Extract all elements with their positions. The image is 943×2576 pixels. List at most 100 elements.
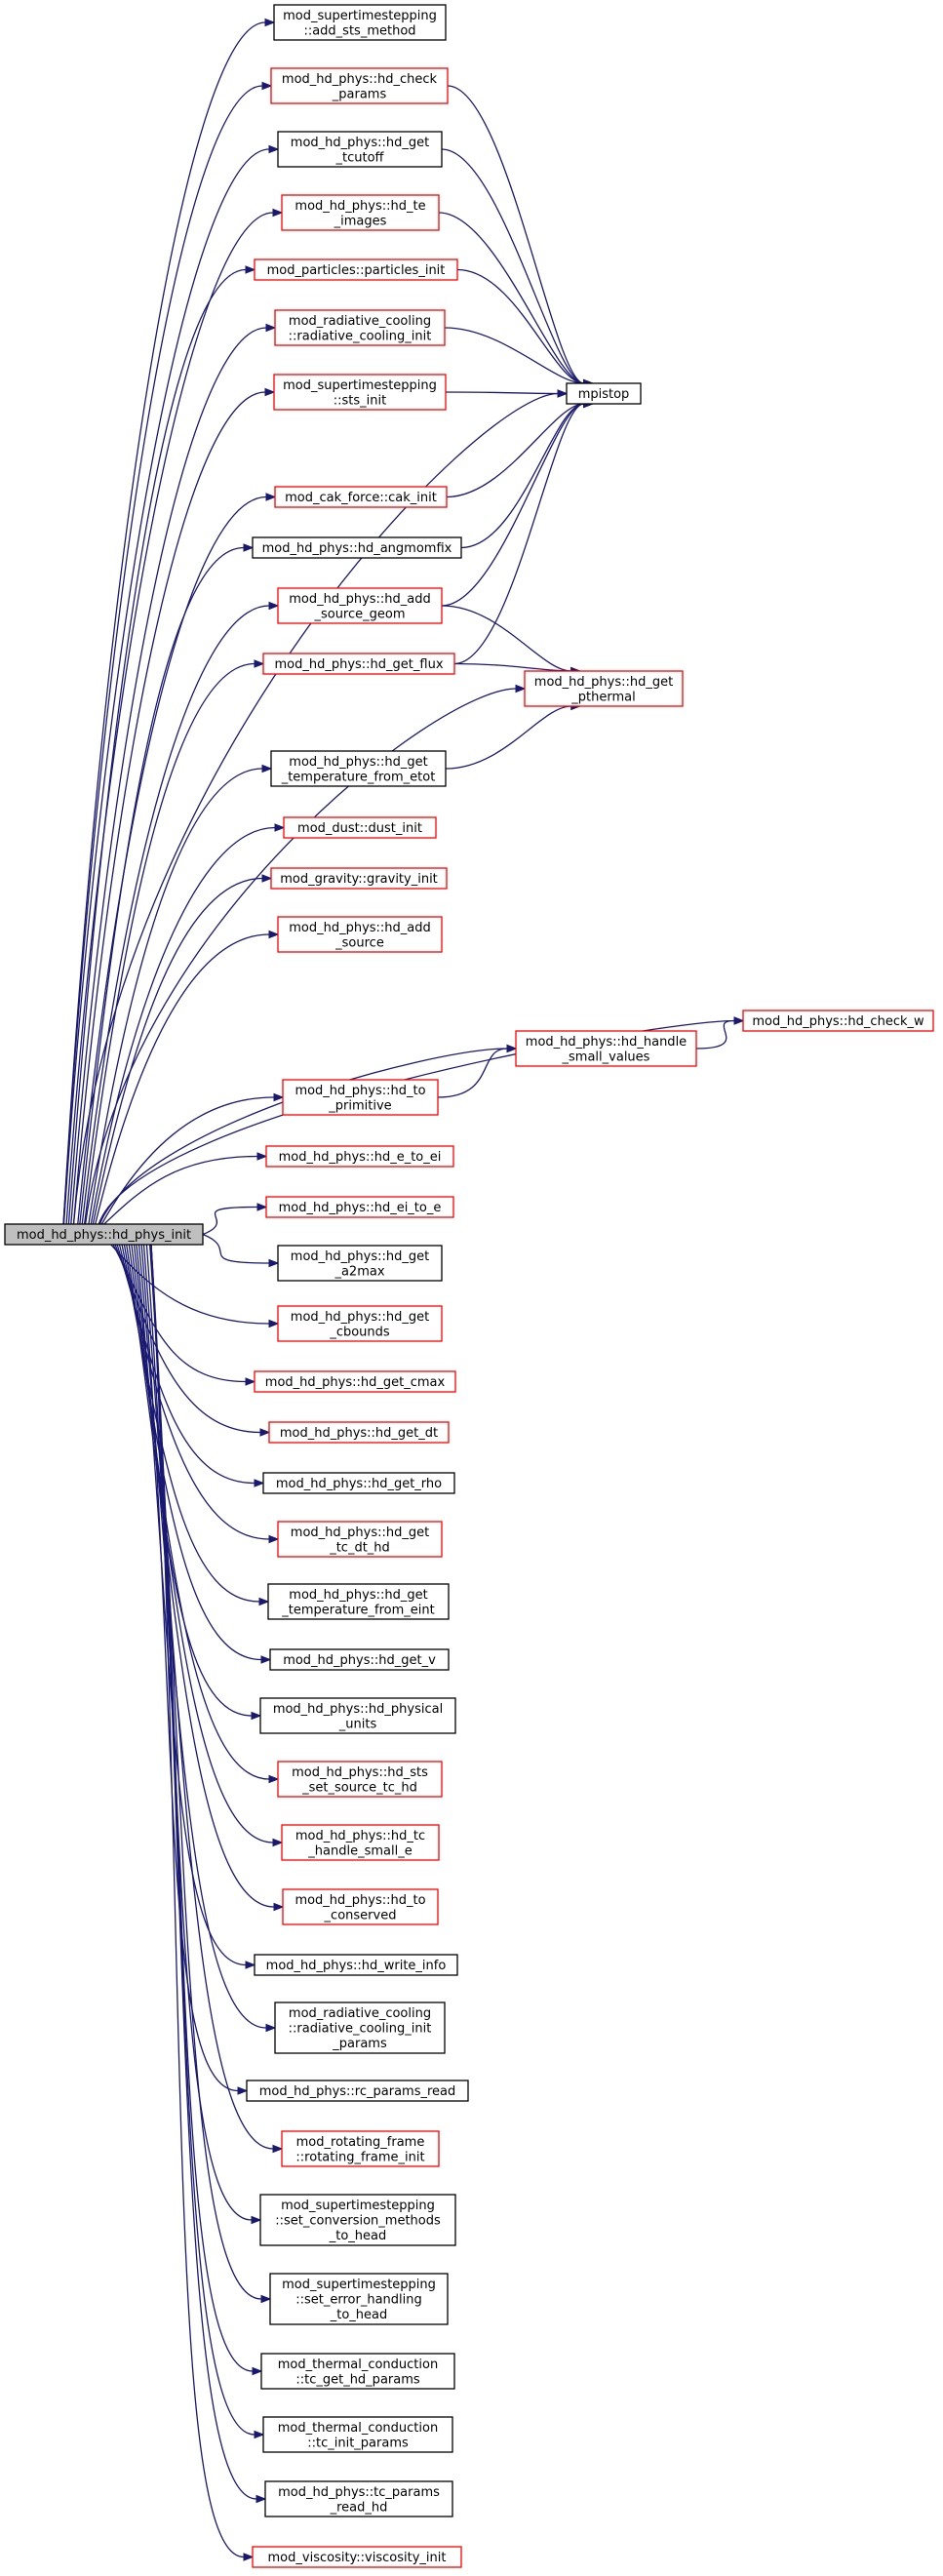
node-box — [270, 67, 449, 104]
node-label-line: mod_hd_phys::hd_to — [295, 1893, 425, 1908]
edge-particles_init-to-mpistop — [456, 268, 594, 388]
node-hd_check_w[interactable]: mod_hd_phys::hd_check_w — [742, 1010, 934, 1032]
node-hd_sts_set_source_tc_hd[interactable]: mod_hd_phys::hd_sts_set_source_tc_hd — [277, 1761, 443, 1798]
node-box — [281, 194, 440, 231]
edge-arrowhead — [237, 2086, 249, 2095]
edge-hd_check_params-to-mpistop — [447, 85, 594, 388]
node-set_error_handling_to_head[interactable]: mod_supertimestepping::set_error_handlin… — [269, 2273, 449, 2325]
node-root[interactable]: mod_hd_phys::hd_phys_init — [4, 1223, 204, 1246]
edge-arrowhead — [733, 1016, 745, 1025]
node-hd_add_source_geom[interactable]: mod_hd_phys::hd_add_source_geom — [277, 587, 443, 624]
edge-arrowhead — [268, 1258, 280, 1268]
node-label-line: ::set_conversion_methods — [275, 2214, 441, 2229]
edge-root-to-sts_init — [72, 387, 276, 1225]
node-label-line: mod_hd_phys::hd_sts — [292, 1765, 428, 1780]
node-label-line: _primitive — [328, 1098, 391, 1113]
node-hd_add_source[interactable]: mod_hd_phys::hd_add_source — [277, 916, 443, 953]
node-label-line: mod_hd_phys::hd_get_cmax — [265, 1375, 446, 1390]
node-set_conversion_methods_to_head[interactable]: mod_supertimestepping::set_conversion_me… — [259, 2194, 456, 2246]
node-add_sts_method[interactable]: mod_supertimestepping::add_sts_method — [273, 4, 447, 41]
nodes-layer: mod_hd_phys::hd_phys_initmod_supertimest… — [4, 4, 934, 2568]
node-hd_to_primitive[interactable]: mod_hd_phys::hd_to_primitive — [282, 1079, 439, 1116]
node-hd_get_tc_dt_hd[interactable]: mod_hd_phys::hd_get_tc_dt_hd — [277, 1521, 443, 1558]
node-hd_get_dt[interactable]: mod_hd_phys::hd_get_dt — [268, 1421, 450, 1444]
node-label-line: mod_cak_force::cak_init — [285, 491, 437, 505]
node-mpistop[interactable]: mpistop — [566, 382, 642, 405]
node-hd_te_images[interactable]: mod_hd_phys::hd_te_images — [281, 194, 440, 231]
edge-hd_te_images-to-mpistop — [438, 212, 594, 388]
node-box — [281, 1824, 440, 1861]
node-hd_ei_to_e[interactable]: mod_hd_phys::hd_ei_to_e — [265, 1196, 454, 1218]
node-hd_get_temperature_from_etot[interactable]: mod_hd_phys::hd_get_temperature_from_eto… — [270, 750, 447, 787]
node-hd_e_to_ei[interactable]: mod_hd_phys::hd_e_to_ei — [265, 1145, 454, 1168]
node-label-line: mod_hd_phys::hd_get — [291, 1310, 429, 1325]
node-label-line: _cbounds — [329, 1325, 390, 1339]
node-hd_physical_units[interactable]: mod_hd_phys::hd_physical_units — [259, 1697, 456, 1734]
node-label-line: ::radiative_cooling_init — [289, 2022, 432, 2037]
edge-root-to-hd_to_primitive — [100, 1092, 285, 1225]
node-hd_check_params[interactable]: mod_hd_phys::hd_check_params — [270, 67, 449, 104]
edge-arrowhead — [268, 930, 280, 939]
node-hd_angmomfix[interactable]: mod_hd_phys::hd_angmomfix — [252, 536, 462, 559]
node-viscosity_init[interactable]: mod_viscosity::viscosity_init — [252, 2546, 462, 2568]
node-label-line: mod_hd_phys::hd_tc — [295, 1829, 425, 1843]
edge-arrowhead — [251, 2215, 262, 2225]
node-hd_get_a2max[interactable]: mod_hd_phys::hd_get_a2max — [277, 1245, 443, 1282]
node-label-line: _to_head — [330, 2308, 388, 2322]
node-label-line: ::tc_get_hd_params — [295, 2372, 420, 2387]
node-label-line: _small_values — [562, 1050, 650, 1064]
node-hd_get_v[interactable]: mod_hd_phys::hd_get_v — [269, 1648, 450, 1671]
node-tc_get_hd_params[interactable]: mod_thermal_conduction::tc_get_hd_params — [260, 2353, 455, 2390]
edge-arrowhead — [264, 387, 276, 397]
node-label-line: _params — [332, 2037, 387, 2051]
node-hd_get_pthermal[interactable]: mod_hd_phys::hd_get_pthermal — [524, 670, 684, 707]
node-hd_get_rho[interactable]: mod_hd_phys::hd_get_rho — [262, 1472, 455, 1494]
node-label-line: _read_hd — [330, 2500, 388, 2515]
node-hd_get_tcutoff[interactable]: mod_hd_phys::hd_get_tcutoff — [277, 131, 443, 168]
node-label-line: ::set_error_handling — [295, 2293, 422, 2308]
node-label-line: _tc_dt_hd — [329, 1540, 390, 1555]
edge-root-to-hd_te_images — [65, 208, 284, 1225]
node-rotating_frame_init[interactable]: mod_rotating_frame::rotating_frame_init — [281, 2130, 440, 2167]
edge-root-to-hd_get_tcutoff — [62, 144, 280, 1225]
edge-arrowhead — [268, 144, 280, 154]
node-hd_get_cmax[interactable]: mod_hd_phys::hd_get_cmax — [254, 1370, 456, 1393]
node-label-line: mod_hd_phys::hd_get_rho — [276, 1477, 442, 1491]
node-label-line: mpistop — [578, 387, 630, 402]
edge-arrowhead — [274, 823, 286, 832]
edge-root-to-viscosity_init — [150, 1244, 255, 2561]
node-radiative_cooling_init_params[interactable]: mod_radiative_cooling::radiative_cooling… — [274, 2001, 446, 2054]
node-box — [260, 2353, 455, 2390]
node-cak_init[interactable]: mod_cak_force::cak_init — [274, 486, 448, 508]
node-label-line: mod_particles::particles_init — [267, 263, 446, 278]
node-radiative_cooling_init[interactable]: mod_radiative_cooling::radiative_cooling… — [274, 309, 446, 346]
node-dust_init[interactable]: mod_dust::dust_init — [283, 816, 437, 839]
node-hd_write_info[interactable]: mod_hd_phys::hd_write_info — [254, 1954, 458, 1976]
node-rc_params_read[interactable]: mod_hd_phys::rc_params_read — [246, 2080, 469, 2102]
edge-root-to-hd_add_source_geom — [81, 601, 280, 1225]
node-label-line: ::radiative_cooling_init — [289, 329, 432, 343]
node-label-line: mod_hd_phys::hd_physical — [273, 1702, 443, 1717]
node-hd_get_temperature_from_eint[interactable]: mod_hd_phys::hd_get_temperature_from_ein… — [267, 1583, 450, 1620]
node-hd_handle_small_values[interactable]: mod_hd_phys::hd_handle_small_values — [515, 1030, 697, 1067]
node-hd_to_conserved[interactable]: mod_hd_phys::hd_to_conserved — [282, 1888, 439, 1925]
edge-root-to-radiative_cooling_init_params — [138, 1244, 277, 2033]
node-particles_init[interactable]: mod_particles::particles_init — [254, 258, 458, 281]
node-hd_get_flux[interactable]: mod_hd_phys::hd_get_flux — [262, 653, 455, 675]
node-hd_get_cbounds[interactable]: mod_hd_phys::hd_get_cbounds — [277, 1305, 443, 1342]
node-label-line: ::tc_init_params — [307, 2436, 409, 2450]
node-label-line: mod_hd_phys::rc_params_read — [259, 2084, 456, 2099]
edge-arrowhead — [254, 1479, 265, 1487]
node-box — [277, 131, 443, 168]
node-tc_init_params[interactable]: mod_thermal_conduction::tc_init_params — [262, 2416, 453, 2453]
edge-root-to-hd_tc_handle_small_e — [131, 1244, 284, 1847]
node-hd_tc_handle_small_e[interactable]: mod_hd_phys::hd_tc_handle_small_e — [281, 1824, 440, 1861]
node-tc_params_read_hd[interactable]: mod_hd_phys::tc_params_read_hd — [264, 2480, 453, 2517]
edge-hd_handle_small_values-to-hd_check_w — [695, 1016, 745, 1050]
edge-arrowhead — [268, 1534, 280, 1544]
edge-root-to-hd_check_params — [62, 81, 273, 1225]
node-sts_init[interactable]: mod_supertimestepping::sts_init — [273, 374, 447, 411]
node-gravity_init[interactable]: mod_gravity::gravity_init — [270, 867, 448, 890]
node-box — [270, 867, 448, 890]
